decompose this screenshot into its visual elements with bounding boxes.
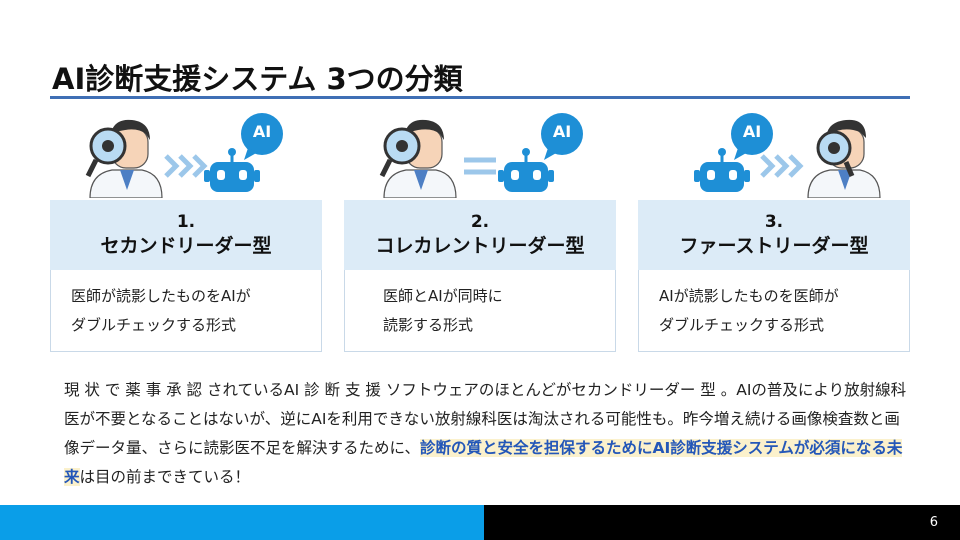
title-underline bbox=[50, 96, 910, 99]
category-second-reader: 1. セカンドリーダー型 医師が読影したものをAIが ダブルチェックする形式 bbox=[50, 200, 322, 352]
description-line: 医師とAIが同時に bbox=[383, 286, 503, 305]
category-header: 2. コレカレントリーダー型 bbox=[344, 200, 616, 270]
category-number: 1. bbox=[176, 212, 196, 232]
equals-icon bbox=[464, 157, 496, 175]
category-header: 1. セカンドリーダー型 bbox=[50, 200, 322, 270]
chevrons-icon bbox=[164, 154, 208, 178]
ai-speech-bubble-icon bbox=[541, 113, 583, 160]
category-description: AIが読影したものを医師が ダブルチェックする形式 bbox=[638, 270, 910, 352]
ai-badge-label: AI bbox=[742, 122, 762, 141]
description-line: 医師が読影したものをAIが bbox=[71, 287, 251, 305]
description-line: AIが読影したものを医師が bbox=[659, 287, 839, 305]
category-header: 3. ファーストリーダー型 bbox=[638, 200, 910, 270]
illustration-first-reader: AI bbox=[638, 110, 910, 198]
paragraph-lead: 現 状 で 薬 事 承 認 されているAI 診 断 支 援 ソフトウェアのほとん… bbox=[64, 381, 907, 457]
category-description: 医師が読影したものをAIが ダブルチェックする形式 bbox=[50, 270, 322, 352]
illustration-second-reader: AI bbox=[50, 110, 322, 198]
doctor-magnifier-icon bbox=[85, 119, 163, 198]
doctor-magnifier-icon bbox=[379, 119, 457, 198]
category-number: 3. bbox=[764, 212, 784, 232]
footer-black-bar bbox=[484, 505, 960, 540]
ai-speech-bubble-icon bbox=[241, 113, 283, 160]
category-name: ファーストリーダー型 bbox=[679, 235, 869, 257]
description-line: ダブルチェックする形式 bbox=[71, 316, 237, 334]
category-concurrent-reader: 2. コレカレントリーダー型 医師とAIが同時に 読影する形式 bbox=[344, 200, 616, 352]
doctor-magnifier-icon bbox=[807, 119, 881, 198]
page-number: 6 bbox=[929, 515, 938, 530]
description-line: ダブルチェックする形式 bbox=[659, 316, 825, 334]
illustration-concurrent-reader: AI bbox=[344, 110, 616, 198]
category-number: 2. bbox=[470, 212, 490, 232]
robot-icon bbox=[204, 148, 260, 192]
category-name: セカンドリーダー型 bbox=[100, 235, 272, 257]
footer-blue-bar bbox=[0, 505, 484, 540]
category-description: 医師とAIが同時に 読影する形式 bbox=[344, 270, 616, 352]
category-name: コレカレントリーダー型 bbox=[375, 235, 585, 257]
category-first-reader: 3. ファーストリーダー型 AIが読影したものを医師が ダブルチェックする形式 bbox=[638, 200, 910, 352]
robot-icon bbox=[694, 148, 750, 192]
ai-badge-label: AI bbox=[252, 122, 272, 141]
ai-speech-bubble-icon bbox=[731, 113, 773, 160]
page-title: AI診断支援システム 3つの分類 bbox=[52, 62, 463, 96]
robot-icon bbox=[498, 148, 554, 192]
ai-badge-label: AI bbox=[552, 122, 572, 141]
description-line: 読影する形式 bbox=[383, 315, 474, 334]
summary-paragraph: 現 状 で 薬 事 承 認 されているAI 診 断 支 援 ソフトウェアのほとん… bbox=[64, 376, 910, 492]
chevrons-icon bbox=[760, 154, 804, 178]
paragraph-tail: は目の前まできている！ bbox=[79, 468, 251, 486]
